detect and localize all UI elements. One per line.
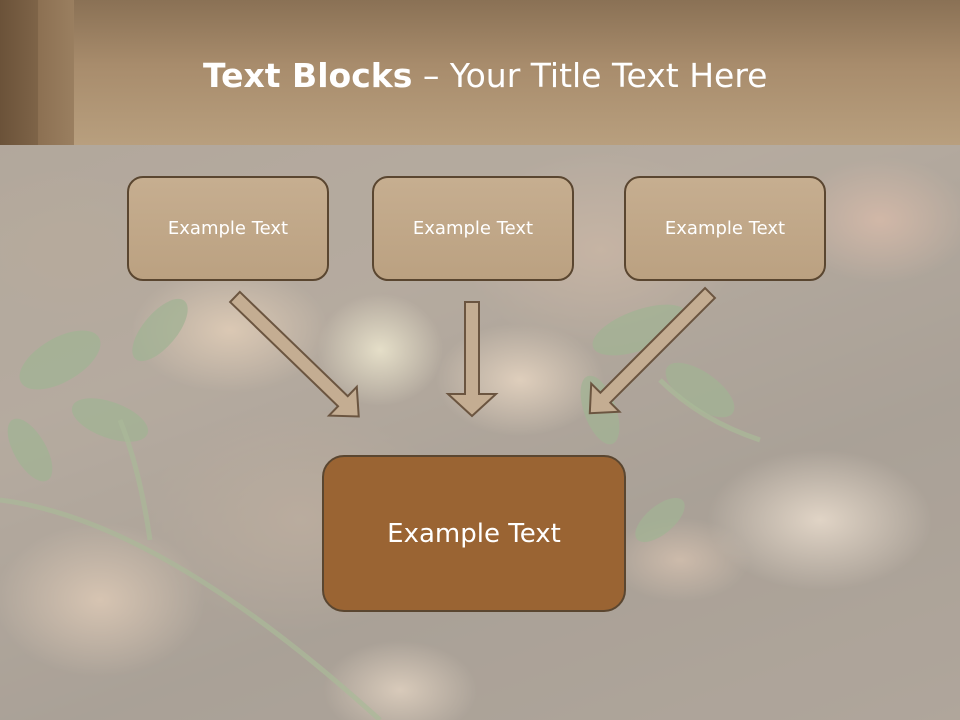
arrow-right bbox=[588, 286, 717, 415]
text-box-top-middle-label: Example Text bbox=[412, 218, 534, 239]
text-box-top-middle[interactable]: Example Text bbox=[372, 176, 574, 281]
title-bold-part: Text Blocks bbox=[203, 56, 413, 95]
text-box-top-right[interactable]: Example Text bbox=[624, 176, 826, 281]
arrow-left bbox=[228, 290, 360, 418]
text-box-top-left[interactable]: Example Text bbox=[127, 176, 329, 281]
header-stripe-mid bbox=[38, 0, 74, 145]
arrow-middle bbox=[445, 301, 499, 418]
title-separator: – bbox=[412, 56, 450, 95]
text-box-main[interactable]: Example Text bbox=[322, 455, 626, 612]
slide-title: Text Blocks – Your Title Text Here bbox=[203, 52, 767, 100]
text-box-top-left-label: Example Text bbox=[167, 218, 289, 239]
text-box-top-right-label: Example Text bbox=[664, 218, 786, 239]
text-box-main-label: Example Text bbox=[387, 518, 561, 549]
header-stripe-dark bbox=[0, 0, 38, 145]
title-band: Text Blocks – Your Title Text Here bbox=[0, 0, 960, 145]
title-rest-part: Your Title Text Here bbox=[449, 56, 768, 95]
